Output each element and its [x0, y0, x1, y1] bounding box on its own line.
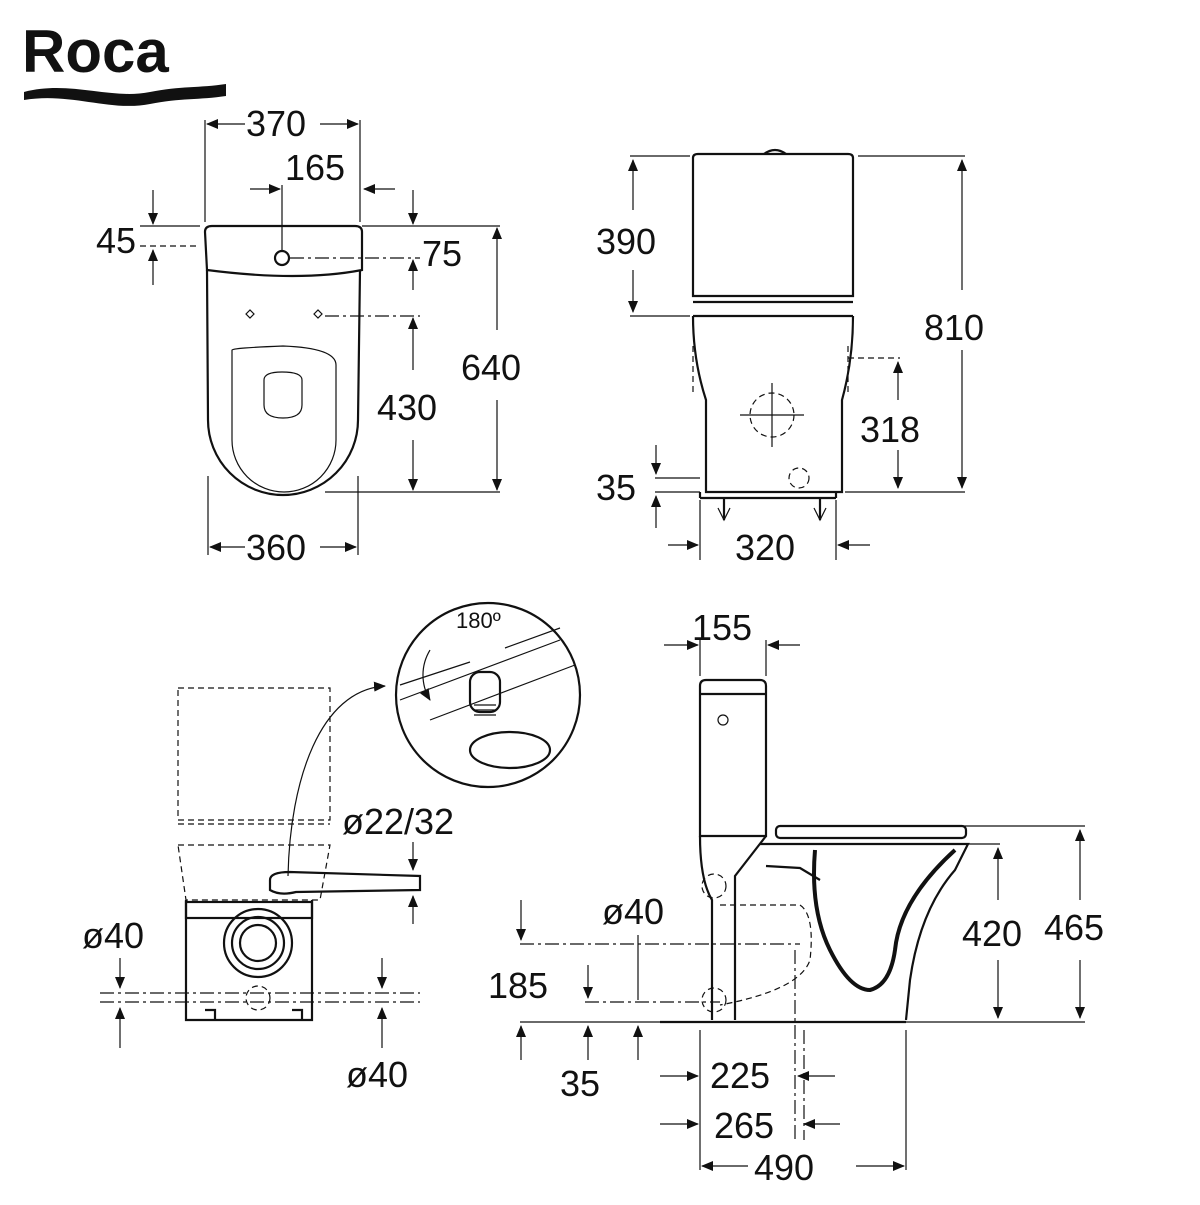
rear-outlet-inner [238, 923, 278, 963]
cistern-hidden [177, 687, 331, 821]
bowl-rim [760, 842, 970, 1021]
dim-640: 640 [461, 347, 521, 388]
seat-inner [231, 345, 337, 493]
tank-outline [203, 224, 364, 278]
dim-390: 390 [596, 221, 656, 262]
dim-185: 185 [488, 965, 548, 1006]
cistern-outline [691, 152, 855, 298]
dim-45: 45 [96, 220, 136, 261]
dim-430: 430 [377, 387, 437, 428]
dim-35-front: 35 [596, 467, 636, 508]
dim-265: 265 [714, 1105, 774, 1146]
rotation-angle: 180º [456, 608, 501, 633]
dim-outlet-profile: ø40 [602, 891, 664, 932]
dim-supply: ø22/32 [342, 801, 454, 842]
fixing-marks [245, 309, 323, 319]
logo-wordmark: Roca [22, 18, 169, 85]
rear-outlet-outer [222, 907, 294, 979]
dim-155: 155 [692, 607, 752, 648]
logo-swoosh [24, 84, 226, 106]
bowl-trap [812, 848, 957, 993]
dim-810: 810 [924, 307, 984, 348]
inlet-circle [273, 249, 291, 267]
dim-360: 360 [246, 527, 306, 568]
dim-465: 465 [1044, 907, 1104, 948]
dim-75: 75 [422, 233, 462, 274]
roca-logo: Roca [22, 18, 226, 106]
dim-370: 370 [246, 103, 306, 144]
supply-pipe [268, 870, 422, 895]
dim-outlet-left: ø40 [82, 915, 144, 956]
dim-420: 420 [962, 913, 1022, 954]
dim-35-profile: 35 [560, 1063, 600, 1104]
rotation-detail: 180º [394, 601, 582, 789]
rear-body [184, 900, 314, 1022]
dim-490: 490 [754, 1147, 814, 1188]
front-view: 390 810 318 35 320 [596, 148, 984, 568]
seat-opening [263, 371, 303, 419]
seat-lid [774, 824, 968, 840]
dim-165: 165 [285, 147, 345, 188]
dim-225: 225 [710, 1055, 770, 1096]
bowl-outline [205, 269, 362, 497]
rear-view: ø22/32 ø40 ø40 180º [82, 601, 582, 1095]
profile-view: 155 ø40 185 35 420 465 225 265 490 [488, 607, 1104, 1188]
dim-320: 320 [735, 527, 795, 568]
dim-318: 318 [860, 409, 920, 450]
top-view: 370 165 45 75 430 640 360 [96, 103, 521, 568]
dim-outlet-bottom: ø40 [346, 1054, 408, 1095]
cistern-profile [698, 678, 768, 838]
pan-front [691, 315, 855, 494]
